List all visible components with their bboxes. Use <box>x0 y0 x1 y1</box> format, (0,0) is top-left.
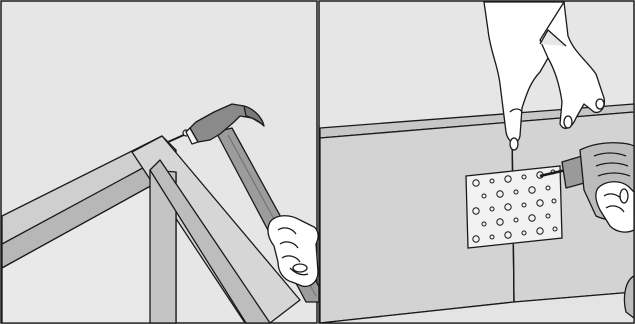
fingernail <box>293 264 307 272</box>
screw <box>473 236 479 242</box>
plate-hole <box>490 179 494 183</box>
screw <box>497 191 503 197</box>
plate-hole <box>482 194 486 198</box>
plate-hole <box>553 227 557 231</box>
screw <box>473 208 479 214</box>
hand-right-fingertip <box>564 116 572 128</box>
hand-right-nail <box>596 99 604 109</box>
plate-hole <box>514 218 518 222</box>
screw <box>537 200 543 206</box>
screw <box>529 215 535 221</box>
plate-hole <box>514 190 518 194</box>
screw <box>529 187 535 193</box>
plate-hole <box>482 222 486 226</box>
screw <box>505 204 511 210</box>
screw <box>505 176 511 182</box>
right-panel <box>319 1 634 323</box>
plate-hole <box>522 203 526 207</box>
mending-plate-body <box>466 166 562 248</box>
plate-hole <box>546 214 550 218</box>
hand-left-nail <box>510 138 518 150</box>
plate-hole <box>546 186 550 190</box>
screw <box>537 228 543 234</box>
plate-hole <box>522 231 526 235</box>
drill-hand-nail <box>620 189 628 203</box>
screw <box>505 232 511 238</box>
plate-hole <box>522 175 526 179</box>
left-panel <box>1 1 322 323</box>
screw <box>497 219 503 225</box>
plate-hole <box>552 199 556 203</box>
mending-plate <box>466 166 562 248</box>
screw <box>473 180 479 186</box>
plate-hole <box>490 207 494 211</box>
plate-hole <box>490 235 494 239</box>
